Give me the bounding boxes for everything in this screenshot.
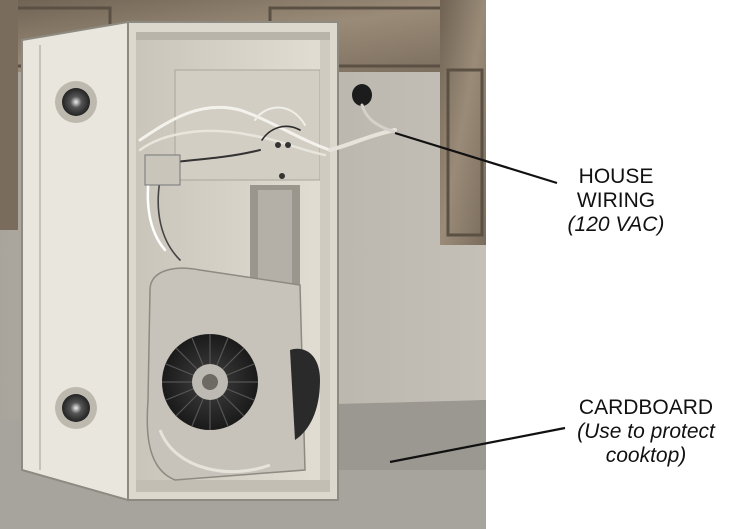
house-wiring-label-line2: WIRING: [576, 189, 656, 212]
cardboard-callout: CARDBOARD (Use to protect cooktop): [560, 396, 732, 468]
range-hood-photo: [0, 0, 486, 529]
wall-opening: [352, 84, 372, 106]
cardboard-note-line2: cooktop): [605, 444, 687, 467]
junction-box: [144, 154, 181, 186]
cardboard-label-line1: CARDBOARD: [578, 396, 714, 419]
house-wiring-voltage: (120 VAC): [567, 213, 665, 236]
house-wiring: [138, 103, 397, 261]
house-wiring-callout: HOUSE WIRING (120 VAC): [556, 165, 676, 237]
house-wiring-label-line1: HOUSE: [578, 165, 654, 188]
cardboard-note-line1: (Use to protect: [577, 420, 715, 443]
